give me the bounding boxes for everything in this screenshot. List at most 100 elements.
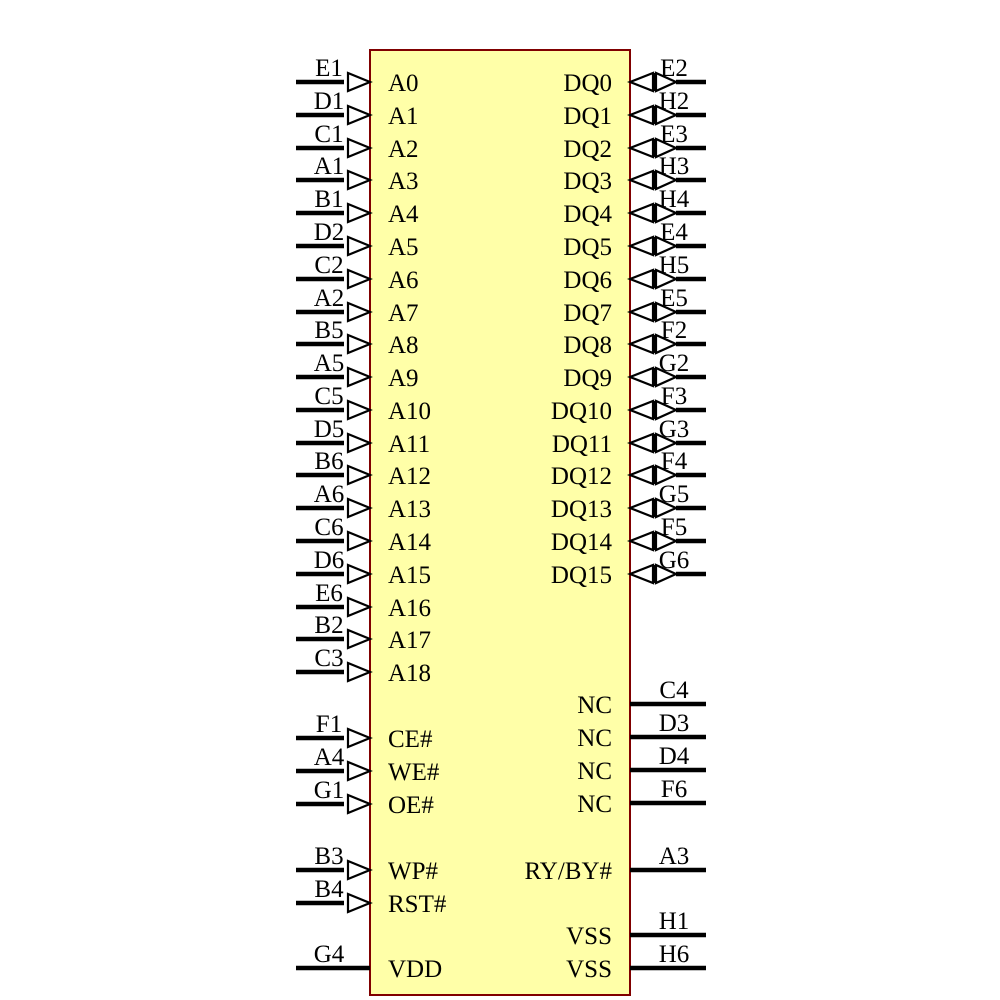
pin-name: DQ6: [563, 267, 612, 294]
pin-name: DQ8: [563, 332, 612, 359]
pin-name: DQ15: [551, 562, 612, 589]
pin-name: DQ13: [551, 496, 612, 523]
net-label: H2: [659, 88, 690, 115]
component-body[interactable]: [369, 49, 631, 996]
net-label: C4: [659, 677, 689, 704]
pin-direction-arrow-bidir-out: [654, 268, 679, 290]
net-label: G3: [659, 416, 690, 443]
pin-name: DQ9: [563, 365, 612, 392]
pin-name: A7: [388, 300, 419, 327]
net-label: F5: [661, 514, 687, 541]
pin-name: A10: [388, 398, 431, 425]
net-label: H1: [659, 908, 690, 935]
pin-name: DQ1: [563, 103, 612, 130]
net-label: H6: [659, 941, 690, 968]
pin-direction-arrow-input: [346, 235, 373, 257]
pin-name: DQ7: [563, 300, 612, 327]
net-label: G2: [659, 350, 690, 377]
pin-direction-arrow-bidir-out: [654, 104, 679, 126]
pin-name: VSS: [566, 956, 612, 983]
net-label: E5: [660, 285, 688, 312]
pin-direction-arrow-bidir-out: [654, 137, 679, 159]
pin-name: A15: [388, 562, 431, 589]
net-label: E2: [660, 55, 688, 82]
pin-name: CE#: [388, 726, 433, 753]
pin-name: A3: [388, 168, 419, 195]
pin-direction-arrow-input: [346, 464, 373, 486]
net-label: B5: [314, 317, 343, 344]
net-label: A3: [659, 843, 690, 870]
net-label: A2: [314, 285, 345, 312]
pin-name: A16: [388, 595, 431, 622]
net-label: E3: [660, 121, 688, 148]
net-label: F6: [661, 776, 687, 803]
pin-direction-arrow-bidir-in: [626, 399, 655, 421]
net-label: C5: [314, 383, 343, 410]
pin-direction-arrow-input: [346, 563, 373, 585]
pin-name: A2: [388, 136, 419, 163]
net-label: G6: [659, 547, 690, 574]
pin-name: NC: [577, 758, 612, 785]
pin-name: WE#: [388, 759, 440, 786]
pin-direction-arrow-bidir-out: [654, 399, 679, 421]
net-label: C1: [314, 121, 343, 148]
pin-name: A12: [388, 463, 431, 490]
pin-name: DQ5: [563, 234, 612, 261]
pin-name: NC: [577, 791, 612, 818]
pin-direction-arrow-bidir-in: [626, 432, 655, 454]
net-label: F4: [661, 448, 688, 475]
pin-direction-arrow-input: [346, 661, 373, 683]
net-label: E6: [315, 580, 343, 607]
pin-name: A13: [388, 496, 431, 523]
pin-direction-arrow-input: [346, 892, 373, 914]
